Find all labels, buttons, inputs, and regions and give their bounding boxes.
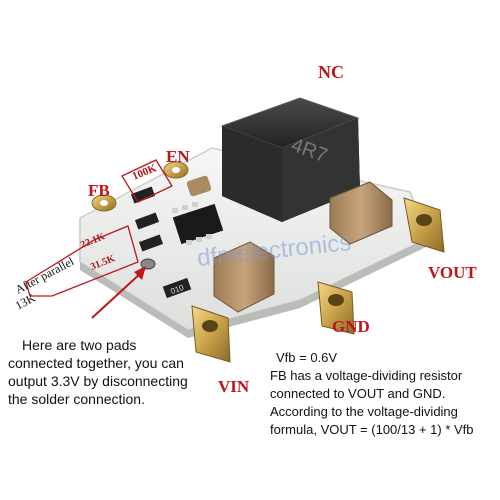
formula-note-line-5: formula, VOUT = (100/13 + 1) * Vfb [270,422,474,437]
pads-arrow [91,266,146,319]
inductor: 4R7 [220,97,360,222]
label-vin: VIN [218,377,250,396]
pin-vout [403,197,445,253]
label-vout: VOUT [428,263,477,282]
pads-note-line-1: Here are two pads [22,337,136,353]
formula-note-line-3: connected to VOUT and GND. [270,386,445,401]
formula-note-line-1: Vfb = 0.6V [276,350,337,365]
label-en: EN [166,147,190,166]
label-gnd: GND [332,317,370,336]
pads-note: Here are two pads connected together, yo… [8,337,188,407]
label-nc: NC [318,62,344,82]
formula-note-line-4: According to the voltage-dividing [270,404,458,419]
pads-note-line-4: the solder connection. [8,391,145,407]
capacitor-right [329,181,393,245]
formula-note: Vfb = 0.6V FB has a voltage-dividing res… [270,350,474,437]
label-fb: FB [88,181,110,200]
board-pads [91,161,189,212]
smd-bottom-marking: 010 [169,283,185,296]
pads-note-line-3: output 3.3V by disconnecting [8,373,188,389]
after-parallel-value: 13K [13,290,38,312]
pin-gnd [317,281,355,335]
pin-vin [191,305,231,363]
capacitor-left [213,241,275,313]
formula-note-line-2: FB has a voltage-dividing resistor [270,368,463,383]
pads-note-line-2: connected together, you can [8,355,184,371]
